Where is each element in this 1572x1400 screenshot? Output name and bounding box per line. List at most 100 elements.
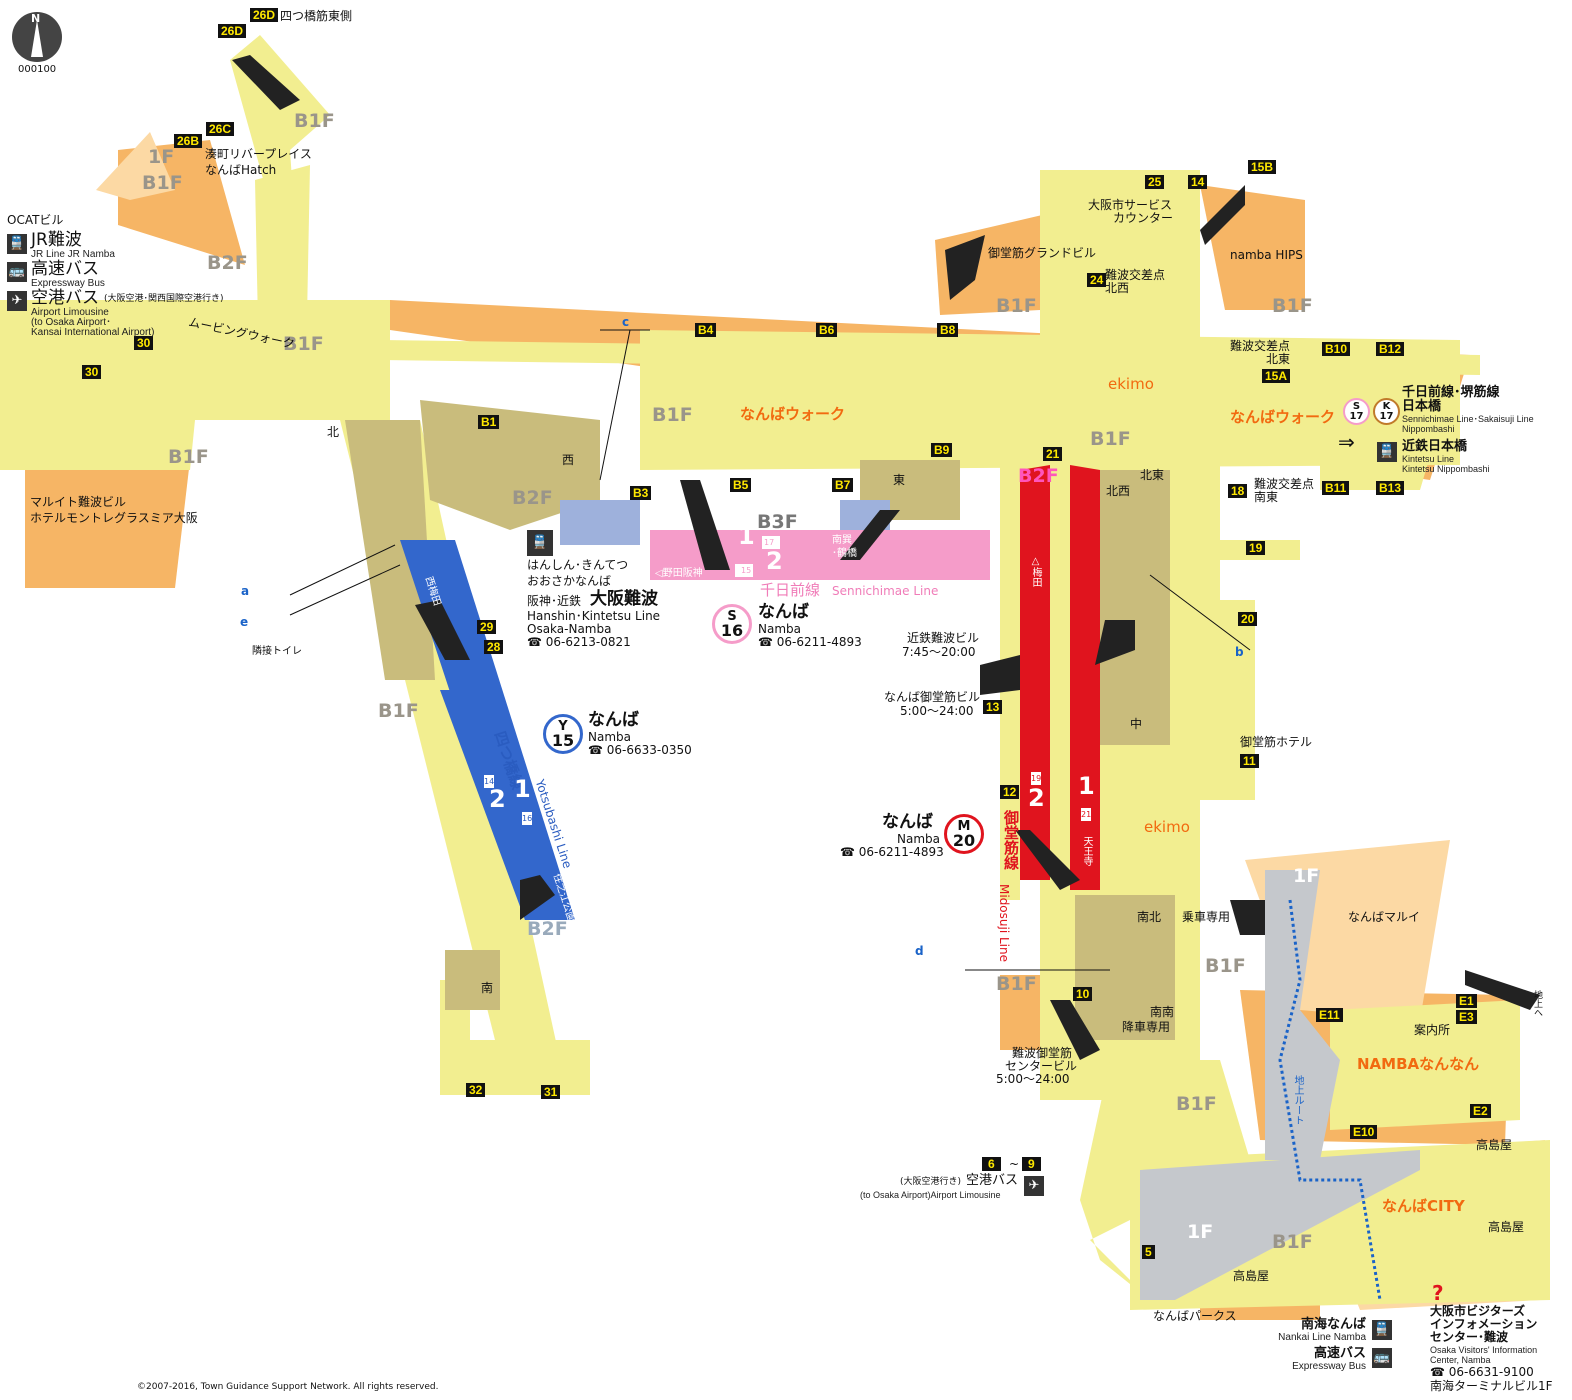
leader-line <box>599 329 631 481</box>
floor-label: 1F <box>148 146 175 168</box>
exit-28[interactable]: 28 <box>484 640 504 654</box>
floor-label: B1F <box>1205 955 1246 977</box>
exit-12[interactable]: 12 <box>1000 785 1020 799</box>
leader-line <box>1149 574 1251 651</box>
station-name: なんば <box>588 710 639 730</box>
floor-label: B1F <box>142 172 183 194</box>
place-label: 難波交差点 <box>1230 339 1291 353</box>
toilet-b-label[interactable]: b <box>1235 645 1244 659</box>
station-name-en: Namba <box>758 622 801 636</box>
exit-b1[interactable]: B1 <box>478 415 500 429</box>
exit-6[interactable]: 6 <box>982 1157 1001 1171</box>
hanshin-en: Hanshin･Kintetsu Line <box>527 609 661 623</box>
exit-15b[interactable]: 15B <box>1248 160 1277 174</box>
place-label: 北西 <box>1105 281 1130 295</box>
kintetsu-nippombashi-en: Kintetsu Line <box>1402 454 1455 464</box>
ekimo-label: ekimo <box>1144 818 1190 836</box>
exit-e11[interactable]: E11 <box>1316 1008 1343 1022</box>
exit-e2[interactable]: E2 <box>1470 1104 1491 1118</box>
badge-letter: K <box>1382 401 1391 412</box>
exit-24[interactable]: 24 <box>1087 273 1107 287</box>
exit-26d[interactable]: 26D <box>250 8 279 22</box>
badge-number: 17 <box>1349 411 1364 422</box>
gate-label: 乗車専用 <box>1182 910 1231 924</box>
place-label: なんばHatch <box>205 163 277 177</box>
floor-label: 1F <box>1293 865 1320 887</box>
exit-11[interactable]: 11 <box>1240 754 1259 768</box>
exit-b12[interactable]: B12 <box>1376 342 1405 356</box>
exit-21[interactable]: 21 <box>1043 447 1063 461</box>
exit-b4[interactable]: B4 <box>695 323 717 337</box>
place-label: 大阪市サービス <box>1088 198 1173 212</box>
hanshin-platform <box>560 500 640 545</box>
direction-label: 天王寺 <box>1081 836 1092 866</box>
exit-30[interactable]: 30 <box>134 336 154 350</box>
exit-19[interactable]: 19 <box>1246 541 1266 555</box>
floor-label: B1F <box>283 333 324 355</box>
toilet-c-label[interactable]: c <box>622 315 630 329</box>
adjacent-toilet-label: 隣接トイレ <box>252 646 302 657</box>
exit-b8[interactable]: B8 <box>937 323 959 337</box>
sennichimae-line-label: 千日前線 <box>760 581 821 599</box>
airport-bus-en: (to Osaka Airport)Airport Limousine <box>860 1190 1001 1200</box>
visitor-center-location: 南海ターミナルビル1F <box>1430 1379 1553 1393</box>
hanshin-en: Osaka-Namba <box>527 622 612 636</box>
exit-10[interactable]: 10 <box>1073 987 1093 1001</box>
exit-b11[interactable]: B11 <box>1322 481 1350 495</box>
platform-arrow: 15 <box>735 564 754 577</box>
exit-b13[interactable]: B13 <box>1376 481 1405 495</box>
exit-b7[interactable]: B7 <box>832 478 854 492</box>
nankai-namba-en: Nankai Line Namba <box>1278 1332 1366 1343</box>
jr-namba-label: JR難波 <box>31 230 82 250</box>
badge-number: 16 <box>720 621 744 640</box>
exit-e1[interactable]: E1 <box>1456 994 1477 1008</box>
exit-31[interactable]: 31 <box>541 1085 561 1099</box>
exit-9[interactable]: 9 <box>1022 1157 1041 1171</box>
place-label: 四つ橋筋東側 <box>280 9 353 23</box>
toilet-a-label[interactable]: a <box>241 584 250 598</box>
gate-north: 北 <box>327 425 340 439</box>
exit-26c[interactable]: 26C <box>206 122 235 136</box>
floor-label: B2F <box>527 918 568 940</box>
exit-26d[interactable]: 26D <box>218 24 247 38</box>
exit-14[interactable]: 14 <box>1188 175 1208 189</box>
gate-label: 南北 <box>1137 910 1162 924</box>
badge-number: 15 <box>551 731 575 750</box>
exit-29[interactable]: 29 <box>477 620 497 634</box>
gate-label: 降車専用 <box>1122 1020 1171 1034</box>
floor-label: B1F <box>294 110 335 132</box>
track-number: 1 <box>738 522 755 550</box>
toilet-e-label[interactable]: e <box>240 615 249 629</box>
exit-b10[interactable]: B10 <box>1322 342 1351 356</box>
exit-b6[interactable]: B6 <box>816 323 838 337</box>
leader-line <box>289 544 396 596</box>
airport-bus-en: Kansai International Airport) <box>31 327 155 338</box>
exit-13[interactable]: 13 <box>983 700 1003 714</box>
building-label: 御堂筋グランドビル <box>988 246 1097 260</box>
exit-5[interactable]: 5 <box>1142 1245 1155 1259</box>
exit-b3[interactable]: B3 <box>630 486 652 500</box>
exit-e3[interactable]: E3 <box>1456 1010 1477 1024</box>
exit-b9[interactable]: B9 <box>931 443 953 457</box>
train-icon: 🚆 <box>7 234 27 254</box>
airport-bus-icon: ✈ <box>7 291 27 311</box>
exit-18[interactable]: 18 <box>1228 484 1248 498</box>
exit-26b[interactable]: 26B <box>174 134 203 148</box>
building-hours: 5:00～24:00 <box>900 704 974 718</box>
bus-icon: 🚌 <box>7 262 27 282</box>
exit-32[interactable]: 32 <box>466 1083 486 1097</box>
floor-label: B3F <box>757 511 798 533</box>
exit-20[interactable]: 20 <box>1238 612 1258 626</box>
exit-15a[interactable]: 15A <box>1262 369 1291 383</box>
building-label: namba HIPS <box>1230 248 1303 262</box>
station-name-en: Namba <box>588 730 631 744</box>
exit-25[interactable]: 25 <box>1145 175 1165 189</box>
exit-e10[interactable]: E10 <box>1350 1125 1378 1139</box>
gate-east: 東 <box>893 473 906 487</box>
sennichimae-line-en: Sennichimae Line <box>832 584 939 598</box>
exit-b5[interactable]: B5 <box>730 478 752 492</box>
exit-30[interactable]: 30 <box>82 365 102 379</box>
toilet-d-label[interactable]: d <box>915 944 924 958</box>
